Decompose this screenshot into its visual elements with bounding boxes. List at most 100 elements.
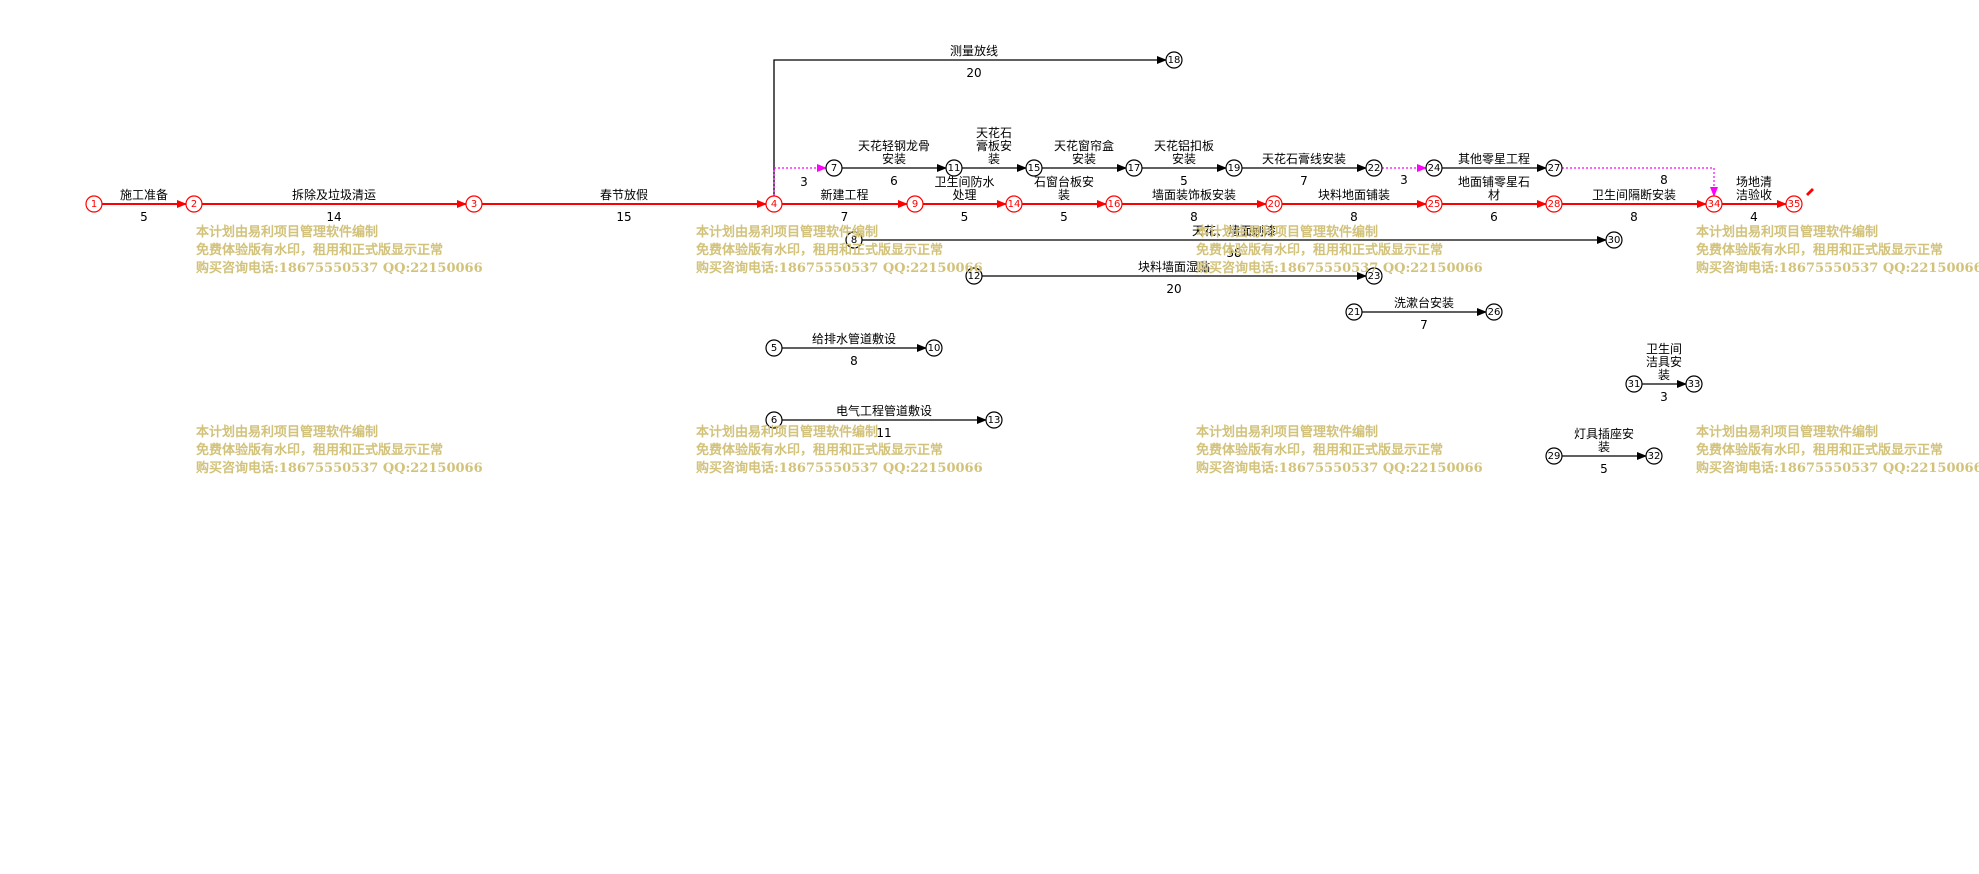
event-node-number: 23 — [1368, 271, 1381, 282]
event-node-number: 9 — [912, 199, 918, 210]
event-node-number: 21 — [1348, 307, 1361, 318]
activity-name: 卫生间隔断安装 — [1592, 187, 1676, 202]
activity-name: 天花、墙面刷漆 — [1192, 223, 1276, 238]
watermark-text: 本计划由易利项目管理软件编制免费体验版有水印，租用和正式版显示正常购买咨询电话:… — [1696, 424, 1979, 478]
activity-duration: 7 — [1420, 318, 1428, 332]
event-node-number: 13 — [988, 415, 1001, 426]
event-node-number: 2 — [191, 199, 197, 210]
watermark-line: 免费体验版有水印，租用和正式版显示正常 — [1696, 243, 1944, 258]
activity-name: 天花轻钢龙骨安装 — [858, 138, 930, 166]
dummy-duration: 3 — [1400, 173, 1408, 187]
event-node[interactable]: 5 — [765, 339, 783, 357]
event-node[interactable]: 3 — [465, 195, 483, 213]
event-node[interactable]: 8 — [845, 231, 863, 249]
activity-duration: 5 — [140, 210, 148, 224]
activity-duration: 15 — [616, 210, 631, 224]
watermark-line: 免费体验版有水印，租用和正式版显示正常 — [1196, 243, 1444, 258]
event-node[interactable]: 31 — [1625, 375, 1643, 393]
watermark-line: 本计划由易利项目管理软件编制 — [696, 225, 879, 240]
event-node-number: 33 — [1688, 379, 1701, 390]
activity-arrow — [773, 56, 1167, 196]
event-node-number: 19 — [1228, 163, 1241, 174]
activity-duration: 7 — [841, 210, 849, 224]
event-node[interactable]: 26 — [1485, 303, 1503, 321]
activity-name: 墙面装饰板安装 — [1152, 187, 1236, 202]
activity-duration: 8 — [1630, 210, 1638, 224]
event-node[interactable]: 15 — [1025, 159, 1043, 177]
event-node[interactable]: 16 — [1105, 195, 1123, 213]
event-node[interactable]: 24 — [1425, 159, 1443, 177]
event-node[interactable]: 9 — [906, 195, 924, 213]
event-node-number: 12 — [968, 271, 981, 282]
event-node-number: 6 — [771, 415, 777, 426]
watermark-line: 购买咨询电话:18675550537 QQ:22150066 — [196, 461, 483, 476]
watermark-line: 本计划由易利项目管理软件编制 — [1696, 425, 1879, 440]
event-node-number: 17 — [1128, 163, 1141, 174]
event-node[interactable]: 18 — [1165, 51, 1183, 69]
event-node[interactable]: 12 — [965, 267, 983, 285]
event-node-number: 27 — [1548, 163, 1561, 174]
event-node-number: 31 — [1628, 379, 1641, 390]
activity-name: 灯具插座安装 — [1574, 426, 1634, 454]
event-node-number: 28 — [1548, 199, 1561, 210]
activity-name: 地面铺零星石材 — [1458, 175, 1530, 202]
event-node[interactable]: 32 — [1645, 447, 1663, 465]
event-node-number: 20 — [1268, 199, 1281, 210]
event-node[interactable]: 17 — [1125, 159, 1143, 177]
activity-name: 拆除及垃圾清运 — [292, 187, 376, 202]
event-node[interactable]: 29 — [1545, 447, 1563, 465]
event-node[interactable]: 10 — [925, 339, 943, 357]
activity-name: 卫生间洁具安装 — [1646, 342, 1682, 382]
event-node[interactable]: 19 — [1225, 159, 1243, 177]
event-node[interactable]: 25 — [1425, 195, 1443, 213]
event-node[interactable]: 6 — [765, 411, 783, 429]
activity-duration: 38 — [1226, 246, 1241, 260]
activity-duration: 8 — [850, 354, 858, 368]
activity-name: 新建工程 — [820, 187, 868, 202]
event-node[interactable]: 33 — [1685, 375, 1703, 393]
activity-duration: 11 — [876, 426, 891, 440]
event-node-number: 30 — [1608, 235, 1621, 246]
event-node[interactable]: 23 — [1365, 267, 1383, 285]
event-node-number: 7 — [831, 163, 837, 174]
event-node-number: 26 — [1488, 307, 1501, 318]
activity-name: 洗漱台安装 — [1394, 295, 1454, 310]
event-node[interactable]: 27 — [1545, 159, 1563, 177]
event-node-number: 16 — [1108, 199, 1121, 210]
activity-name: 卫生间防水处理 — [934, 174, 994, 202]
event-node[interactable]: 14 — [1005, 195, 1023, 213]
activity-duration: 8 — [1350, 210, 1358, 224]
watermark-line: 购买咨询电话:18675550537 QQ:22150066 — [1696, 261, 1979, 276]
event-node[interactable]: 1 — [85, 195, 103, 213]
event-node[interactable]: 28 — [1545, 195, 1563, 213]
event-node[interactable]: 2 — [185, 195, 203, 213]
event-node-number: 10 — [928, 343, 941, 354]
activity-name: 场地清洁验收 — [1736, 175, 1772, 202]
watermark-line: 购买咨询电话:18675550537 QQ:22150066 — [696, 261, 983, 276]
event-node[interactable]: 7 — [825, 159, 843, 177]
dummy-duration: 3 — [800, 175, 808, 189]
event-node[interactable]: 21 — [1345, 303, 1363, 321]
dummy-arrow — [773, 164, 827, 196]
activity-name: 天花石膏板安装 — [976, 125, 1012, 166]
watermark-line: 本计划由易利项目管理软件编制 — [1196, 225, 1379, 240]
event-node[interactable]: 13 — [985, 411, 1003, 429]
event-node[interactable]: 11 — [945, 159, 963, 177]
event-node[interactable]: 20 — [1265, 195, 1283, 213]
event-node-number: 24 — [1428, 163, 1441, 174]
watermark-line: 购买咨询电话:18675550537 QQ:22150066 — [696, 461, 983, 476]
event-node-number: 5 — [771, 343, 777, 354]
event-node[interactable]: 4 — [765, 195, 783, 213]
event-node[interactable]: 35 — [1785, 195, 1803, 213]
event-node[interactable]: 30 — [1605, 231, 1623, 249]
activity-duration: 20 — [1166, 282, 1181, 296]
activity-name: 块料墙面湿贴 — [1138, 259, 1210, 274]
activity-duration: 5 — [961, 210, 969, 224]
activity-name: 测量放线 — [950, 43, 998, 58]
event-node[interactable]: 34 — [1705, 195, 1723, 213]
event-node[interactable]: 22 — [1365, 159, 1383, 177]
event-node-number: 32 — [1648, 451, 1661, 462]
watermark-line: 购买咨询电话:18675550537 QQ:22150066 — [1196, 461, 1483, 476]
event-node-number: 1 — [91, 199, 97, 210]
